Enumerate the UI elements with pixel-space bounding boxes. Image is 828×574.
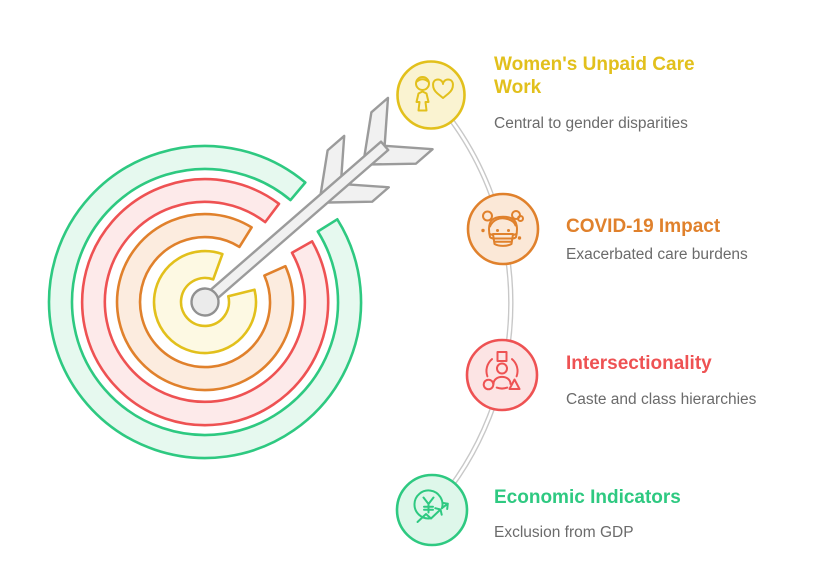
list-item-covid-19-impact: COVID-19 Impact Exacerbated care burdens — [566, 215, 816, 264]
node-circle-yellow — [396, 60, 466, 130]
timeline-connector-curve-inner — [430, 94, 513, 511]
node-intersectionality — [465, 338, 539, 412]
bullseye-target — [47, 96, 434, 460]
item-subtitle: Exacerbated care burdens — [566, 246, 748, 263]
arrow-graphic — [190, 96, 434, 317]
target-ring-red — [80, 177, 330, 427]
list-item-intersectionality: Intersectionality Caste and class hierar… — [566, 352, 816, 409]
target-ring-orange — [115, 212, 295, 392]
node-circle-red — [465, 338, 539, 412]
arrow-tip-circle — [190, 287, 220, 317]
person-shapes-icon — [482, 351, 521, 391]
list-item-economic-indicators: Economic Indicators Exclusion from GDP — [494, 486, 754, 542]
target-ring-green — [47, 144, 363, 460]
yen-growth-icon — [413, 489, 449, 523]
item-title: COVID-19 Impact — [566, 216, 721, 237]
node-womens-unpaid-care-work — [396, 60, 466, 130]
item-title: Women's Unpaid Care Work — [494, 54, 695, 98]
target-ring-yellow — [152, 249, 258, 355]
node-covid-19-impact — [466, 192, 540, 266]
item-subtitle: Exclusion from GDP — [494, 524, 634, 541]
item-subtitle: Caste and class hierarchies — [566, 391, 757, 408]
list-item-womens-unpaid-care-work: Women's Unpaid Care Work Central to gend… — [494, 53, 712, 133]
timeline-connector-curve — [428, 93, 514, 512]
item-title: Economic Indicators — [494, 487, 681, 508]
node-economic-indicators — [395, 473, 469, 547]
woman-heart-icon — [415, 76, 454, 112]
node-circle-orange — [466, 192, 540, 266]
item-subtitle: Central to gender disparities — [494, 115, 688, 132]
item-title: Intersectionality — [566, 353, 712, 374]
face-mask-virus-icon — [481, 210, 524, 247]
